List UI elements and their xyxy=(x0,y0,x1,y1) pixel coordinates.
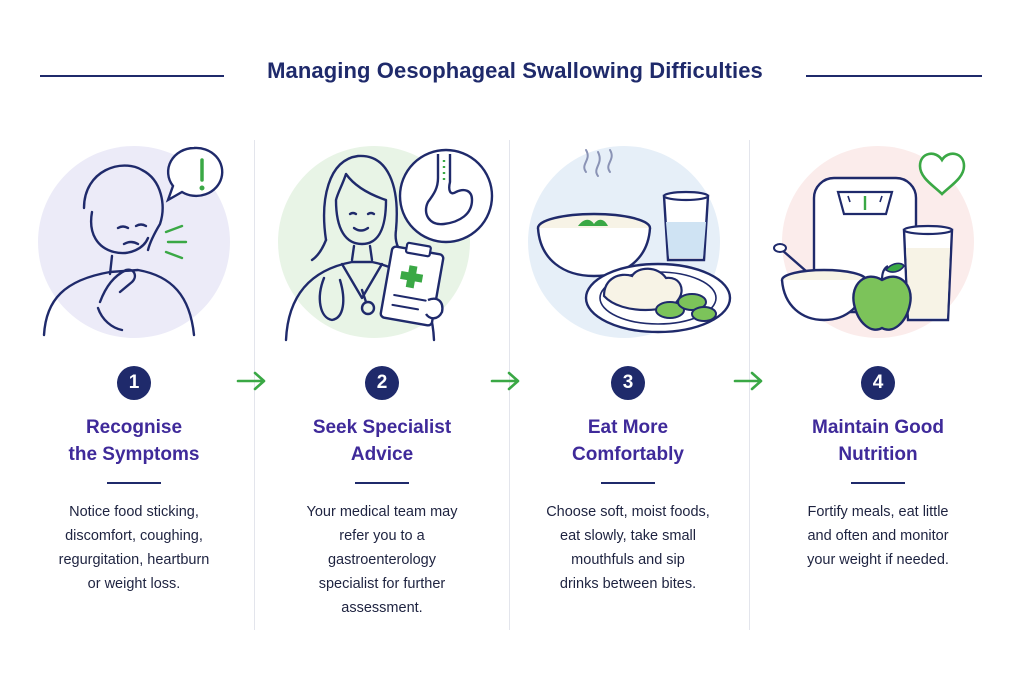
column-divider xyxy=(509,140,510,630)
clipboard-icon xyxy=(379,241,445,327)
plate-icon xyxy=(584,262,732,334)
apple-icon xyxy=(852,262,912,331)
step-4: 4 Maintain Good Nutrition Fortify meals,… xyxy=(758,130,998,630)
step-heading: Seek Specialist Advice xyxy=(312,417,452,465)
heading-underline xyxy=(601,482,655,484)
medical-cross-icon xyxy=(400,265,424,289)
stomach-icon xyxy=(398,148,494,244)
person-throat-discomfort-illustration xyxy=(38,146,230,338)
step-heading: Recognise the Symptoms xyxy=(68,417,200,465)
step-heading: Eat More Comfortably xyxy=(572,417,684,465)
arrow-right-icon xyxy=(490,371,520,391)
arrow-right-icon xyxy=(733,371,763,391)
page-title: Managing Oesophageal Swallowing Difficul… xyxy=(267,58,763,83)
title-rule-left xyxy=(40,75,224,77)
scale-bowl-apple-milk-illustration xyxy=(773,146,974,338)
water-glass-icon xyxy=(662,190,710,262)
column-divider xyxy=(749,140,750,630)
milk-glass-icon xyxy=(902,224,954,322)
step-description: Choose soft, moist foods, eat slowly, ta… xyxy=(546,504,710,592)
step-number: 4 xyxy=(861,366,895,400)
discomfort-lines-icon xyxy=(164,224,188,260)
heading-underline xyxy=(355,482,409,484)
step-number: 1 xyxy=(117,366,151,400)
heading-underline xyxy=(851,482,905,484)
step-description: Your medical team may refer you to a gas… xyxy=(306,504,458,616)
step-description: Notice food sticking, discomfort, coughi… xyxy=(58,504,210,592)
arrow-right-icon xyxy=(236,371,266,391)
step-2: 2 Seek Specialist Advice Your medical te… xyxy=(262,130,502,630)
title-row: Managing Oesophageal Swallowing Difficul… xyxy=(0,58,1024,94)
exclamation-bubble-icon xyxy=(165,146,224,203)
porridge-bowl-icon xyxy=(536,212,652,278)
step-heading: Maintain Good Nutrition xyxy=(812,417,944,465)
title-rule-right xyxy=(806,75,982,77)
heading-underline xyxy=(107,482,161,484)
doctor-clipboard-stomach-illustration xyxy=(278,146,494,342)
step-number: 2 xyxy=(365,366,399,400)
step-3: 3 Eat More Comfortably Choose soft, mois… xyxy=(508,130,748,630)
column-divider xyxy=(254,140,255,630)
heart-icon xyxy=(918,152,966,196)
step-1: 1 Recognise the Symptoms Notice food sti… xyxy=(14,130,254,630)
soft-food-and-water-illustration xyxy=(528,146,732,338)
step-number: 3 xyxy=(611,366,645,400)
step-description: Fortify meals, eat little and often and … xyxy=(807,504,949,568)
